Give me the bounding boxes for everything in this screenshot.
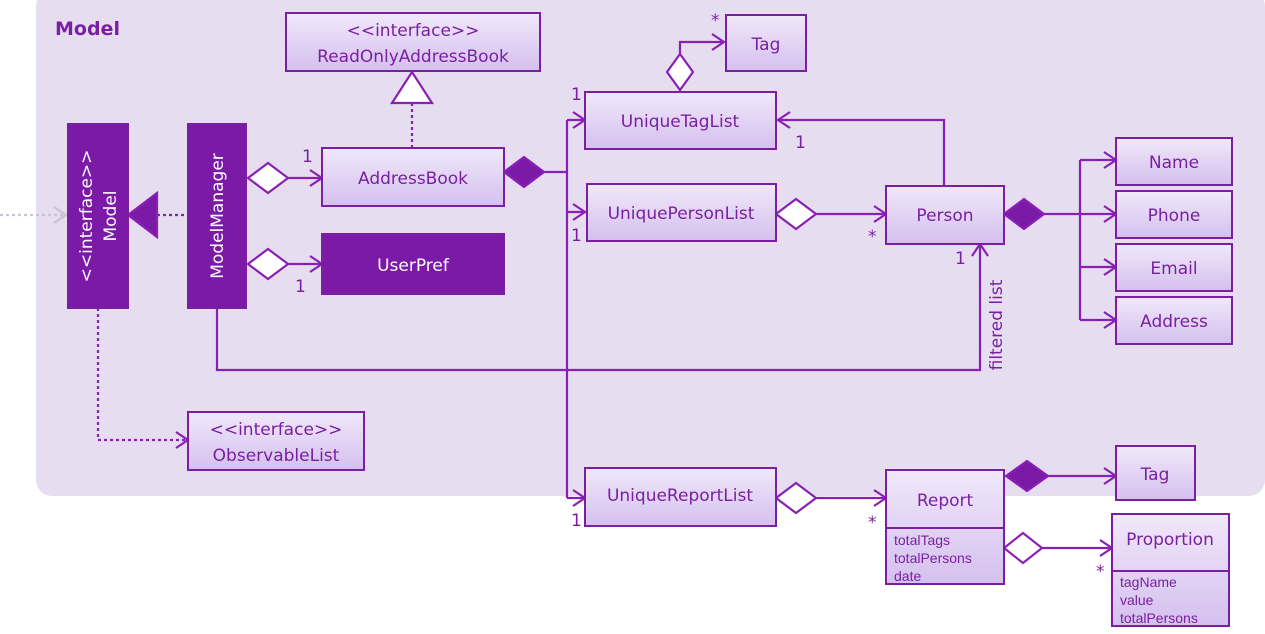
mult-tag-star: * — [711, 11, 720, 31]
phone-box: Phone — [1115, 190, 1233, 239]
unique-report-list-name: UniqueReportList — [607, 486, 753, 506]
name-label: Name — [1149, 153, 1199, 173]
mult-proportion-star: * — [1096, 562, 1105, 582]
proportion-attr: value — [1120, 592, 1154, 608]
observable-list-box: <<interface>> ObservableList — [187, 411, 365, 471]
address-label: Address — [1140, 312, 1208, 332]
person-to-taglist-line — [778, 118, 946, 186]
taglist-to-tag-line — [678, 40, 724, 54]
incoming-dependency-arrowhead — [53, 206, 68, 224]
report-attr: totalPersons — [894, 550, 972, 566]
mult-person-one: 1 — [955, 249, 966, 269]
user-pref-name: UserPref — [377, 256, 450, 276]
proportion-attr: totalPersons — [1120, 610, 1198, 626]
name-box: Name — [1115, 137, 1233, 186]
person-box: Person — [885, 185, 1005, 245]
filtered-list-line — [215, 244, 982, 372]
report-name: Report — [917, 491, 974, 511]
reportlist-aggregation-diamond — [774, 481, 818, 515]
mult-reportlist-one: 1 — [571, 511, 582, 531]
address-book-box: AddressBook — [321, 147, 505, 207]
mult-report-star: * — [868, 513, 877, 533]
tag-top-box: Tag — [725, 14, 807, 72]
proportion-box: Proportion tagName value totalPersons — [1111, 513, 1230, 627]
personlist-aggregation-diamond — [774, 197, 818, 231]
mult-taglist-one-right: 1 — [795, 133, 806, 153]
unique-tag-list-name: UniqueTagList — [621, 112, 740, 132]
unique-report-list-box: UniqueReportList — [584, 467, 777, 527]
unique-person-list-name: UniquePersonList — [608, 204, 755, 224]
mult-userpref-one: 1 — [295, 277, 306, 297]
report-tag-composition-diamond — [1004, 459, 1050, 493]
report-attr: date — [894, 568, 921, 584]
address-book-name: AddressBook — [358, 169, 468, 189]
phone-label: Phone — [1148, 206, 1201, 226]
mult-taglist-one-top: 1 — [571, 85, 582, 105]
person-name: Person — [916, 206, 973, 226]
tag-bottom-box: Tag — [1115, 445, 1196, 501]
package-background — [36, 0, 1265, 496]
proportion-attr: tagName — [1120, 574, 1177, 590]
readonly-stereotype: <<interface>> — [347, 21, 480, 41]
mult-addressbook-one: 1 — [302, 147, 313, 167]
readonly-name: ReadOnlyAddressBook — [317, 47, 509, 67]
mm-userpref-aggregation-diamond — [246, 247, 290, 281]
model-stereotype: <<interface>> — [77, 150, 97, 283]
observable-list-name: ObservableList — [213, 446, 340, 466]
ab-composition-diamond — [502, 155, 546, 189]
unique-person-list-box: UniquePersonList — [586, 183, 777, 242]
person-to-taglist-arrowhead — [776, 111, 791, 129]
proportion-name: Proportion — [1126, 530, 1214, 550]
address-box: Address — [1115, 296, 1233, 345]
person-composition-diamond — [1002, 197, 1046, 231]
report-proportion-aggregation-diamond — [1002, 531, 1044, 565]
report-box: Report totalTags totalPersons date — [885, 469, 1005, 585]
model-interface-box: <<interface>> Model — [67, 123, 129, 309]
filtered-list-label: filtered list — [987, 279, 1007, 370]
ab-to-personlist-arrowhead — [572, 203, 587, 221]
taglist-to-tag-arrowhead — [711, 33, 726, 51]
model-realization-triangle — [126, 190, 159, 240]
package-title: Model — [55, 18, 120, 40]
observable-list-stereotype: <<interface>> — [210, 420, 343, 440]
readonly-addressbook-box: <<interface>> ReadOnlyAddressBook — [285, 12, 541, 72]
model-manager-name: ModelManager — [208, 153, 228, 279]
mult-person-star: * — [868, 227, 877, 247]
mm-addressbook-aggregation-diamond — [246, 161, 290, 195]
mult-personlist-one: 1 — [571, 226, 582, 246]
user-pref-box: UserPref — [321, 233, 505, 295]
readonly-realization-triangle — [389, 69, 435, 105]
model-name: Model — [101, 190, 121, 241]
report-attr: totalTags — [894, 532, 950, 548]
email-box: Email — [1115, 243, 1233, 292]
model-manager-box: ModelManager — [187, 123, 247, 309]
email-label: Email — [1150, 259, 1197, 279]
taglist-aggregation-diamond — [665, 52, 695, 92]
observablelist-dependency-line — [96, 308, 188, 442]
tag-top-name: Tag — [751, 35, 781, 55]
tag-bottom-name: Tag — [1140, 465, 1170, 485]
unique-tag-list-box: UniqueTagList — [584, 91, 777, 150]
